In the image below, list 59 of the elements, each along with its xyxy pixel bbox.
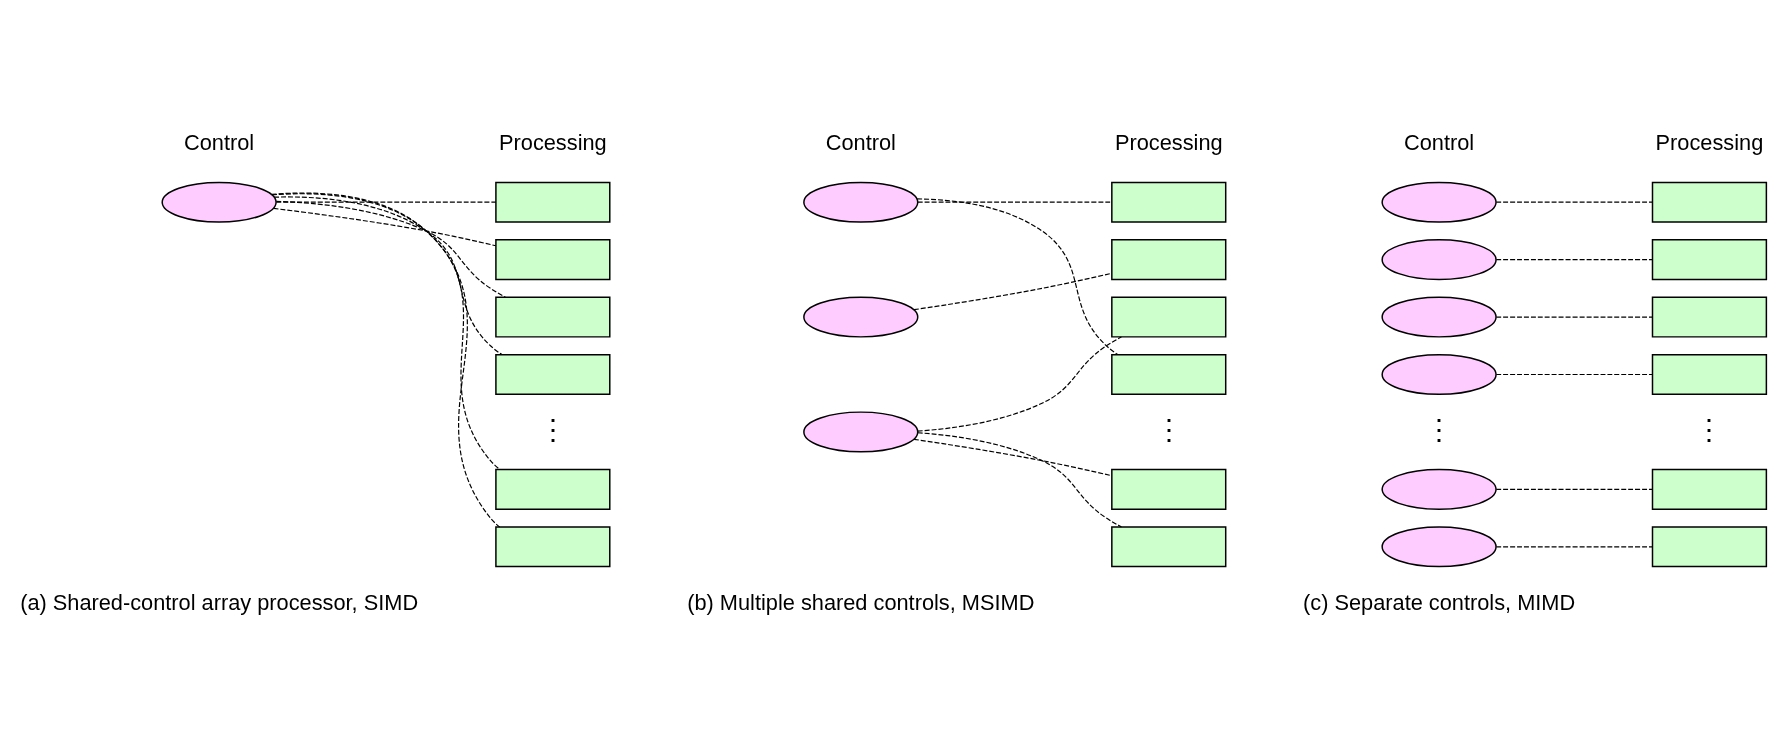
label: Control bbox=[1404, 129, 1475, 155]
label: Control bbox=[184, 129, 255, 155]
connector bbox=[1495, 373, 1653, 375]
label: Processing bbox=[1114, 129, 1223, 155]
connector bbox=[913, 272, 1113, 310]
label: (a) Shared-control array processor, SIMD bbox=[20, 589, 419, 615]
connector bbox=[1495, 258, 1653, 260]
node-box bbox=[1111, 353, 1227, 395]
node-ellipse bbox=[803, 296, 919, 338]
connector bbox=[1495, 201, 1653, 203]
connector bbox=[273, 195, 503, 355]
node-ellipse bbox=[1381, 353, 1497, 395]
node-ellipse bbox=[1381, 296, 1497, 338]
label: ⋮ bbox=[1154, 413, 1183, 445]
node-ellipse bbox=[161, 181, 277, 223]
node-box bbox=[495, 353, 611, 395]
node-box bbox=[1651, 238, 1768, 280]
node-box bbox=[1651, 525, 1768, 567]
node-ellipse bbox=[1381, 238, 1497, 280]
label: (b) Multiple shared controls, MSIMD bbox=[687, 589, 1035, 615]
connector bbox=[275, 200, 507, 298]
label: ⋮ bbox=[1695, 413, 1724, 445]
node-box bbox=[495, 296, 611, 338]
node-box bbox=[1651, 353, 1768, 395]
connector bbox=[275, 201, 497, 203]
node-box bbox=[495, 525, 611, 567]
connector bbox=[913, 438, 1113, 476]
label: ⋮ bbox=[1425, 413, 1454, 445]
node-ellipse bbox=[803, 181, 919, 223]
node-box bbox=[1651, 181, 1768, 223]
connector bbox=[917, 201, 1113, 203]
node-box bbox=[1111, 296, 1227, 338]
node-ellipse bbox=[803, 410, 919, 452]
node-box bbox=[495, 468, 611, 510]
node-ellipse bbox=[1381, 525, 1497, 567]
node-ellipse bbox=[1381, 468, 1497, 510]
connector bbox=[916, 197, 1119, 355]
node-box bbox=[1111, 181, 1227, 223]
connector bbox=[917, 335, 1122, 432]
connector bbox=[1495, 315, 1653, 318]
connector bbox=[271, 192, 501, 528]
label: Processing bbox=[499, 129, 607, 155]
label: (c) Separate controls, MIMD bbox=[1303, 589, 1576, 615]
node-box bbox=[495, 181, 611, 223]
node-box bbox=[1111, 238, 1227, 280]
node-box bbox=[495, 238, 611, 280]
node-box bbox=[1111, 525, 1227, 567]
node-ellipse bbox=[1381, 181, 1497, 223]
connector bbox=[273, 207, 497, 246]
connector bbox=[1495, 545, 1653, 547]
node-box bbox=[1651, 468, 1768, 510]
label: Control bbox=[825, 129, 896, 155]
label: ⋮ bbox=[538, 413, 567, 445]
node-box bbox=[1651, 296, 1768, 338]
node-box bbox=[1111, 468, 1227, 510]
connector bbox=[917, 431, 1122, 527]
connector bbox=[271, 192, 501, 470]
connector bbox=[1495, 488, 1653, 490]
label: Processing bbox=[1655, 129, 1764, 155]
